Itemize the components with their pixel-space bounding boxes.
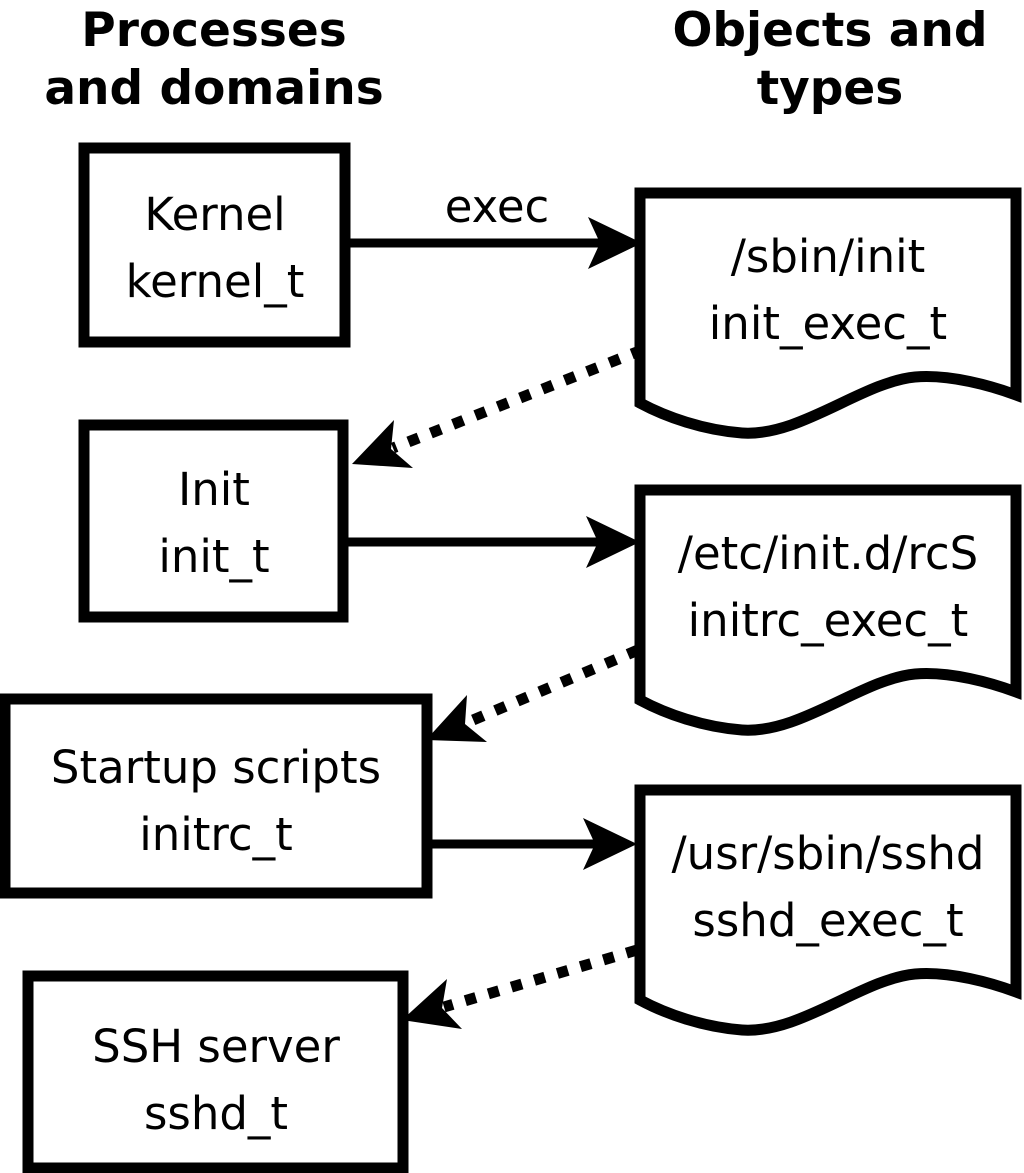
object-path: /usr/sbin/sshd xyxy=(672,827,985,880)
process-box xyxy=(78,419,349,623)
process-box xyxy=(0,693,433,899)
process-domain: kernel_t xyxy=(126,255,305,308)
transition-arrow-sshd-exec-to-sshd xyxy=(402,944,639,1029)
exec-edge-label: exec xyxy=(445,180,550,233)
transition-arrow-init-exec-to-init xyxy=(352,344,645,468)
transition-arrow-initrc-exec-to-initrc xyxy=(426,644,641,742)
exec-arrow-initrc-to-sshd xyxy=(427,818,637,870)
process-domain: sshd_t xyxy=(144,1087,288,1140)
object-path: /etc/init.d/rcS xyxy=(678,527,978,580)
arrowhead-down-left-icon xyxy=(352,420,413,468)
transition-dotted-line xyxy=(442,944,639,1013)
process-label: Init xyxy=(178,463,250,516)
process-box xyxy=(22,970,409,1173)
process-node-kernel: Kernel kernel_t xyxy=(78,142,351,348)
object-type: initrc_exec_t xyxy=(688,594,969,647)
document-shape xyxy=(634,784,1022,1036)
right-column-header-line1: Objects and xyxy=(672,3,987,58)
object-node-usr-sbin-sshd: /usr/sbin/sshd sshd_exec_t xyxy=(634,784,1022,1036)
arrowhead-down-left-icon xyxy=(426,695,487,742)
arrowhead-right-icon xyxy=(583,818,637,870)
object-type: sshd_exec_t xyxy=(692,894,963,947)
right-column-header-line2: types xyxy=(757,61,904,116)
arrowhead-down-left-icon xyxy=(402,979,462,1029)
object-path: /sbin/init xyxy=(731,230,926,283)
column-headers: Processes and domains Objects and types xyxy=(44,3,987,116)
exec-arrow-kernel-to-sbin-init: exec xyxy=(344,180,642,269)
object-node-sbin-init: /sbin/init init_exec_t xyxy=(634,187,1022,439)
left-column-header-line2: and domains xyxy=(44,61,383,116)
process-domain: initrc_t xyxy=(139,808,293,861)
arrowhead-right-icon xyxy=(586,516,640,568)
process-node-init: Init init_t xyxy=(78,419,349,623)
transition-dotted-line xyxy=(463,644,641,729)
document-shape xyxy=(634,187,1022,439)
arrowhead-right-icon xyxy=(588,217,642,269)
left-column-header-line1: Processes xyxy=(81,3,346,58)
process-node-startup-scripts: Startup scripts initrc_t xyxy=(0,693,433,899)
object-node-etc-initd-rcS: /etc/init.d/rcS initrc_exec_t xyxy=(634,484,1022,736)
process-label: SSH server xyxy=(92,1020,340,1073)
process-node-ssh-server: SSH server sshd_t xyxy=(22,970,409,1173)
process-domain: init_t xyxy=(158,530,269,583)
object-type: init_exec_t xyxy=(709,297,947,350)
document-shape xyxy=(634,484,1022,736)
transition-dotted-line xyxy=(390,344,645,454)
process-box xyxy=(78,142,351,348)
exec-arrow-init-to-rcS xyxy=(343,516,640,568)
process-label: Kernel xyxy=(144,188,285,241)
process-label: Startup scripts xyxy=(51,741,381,794)
